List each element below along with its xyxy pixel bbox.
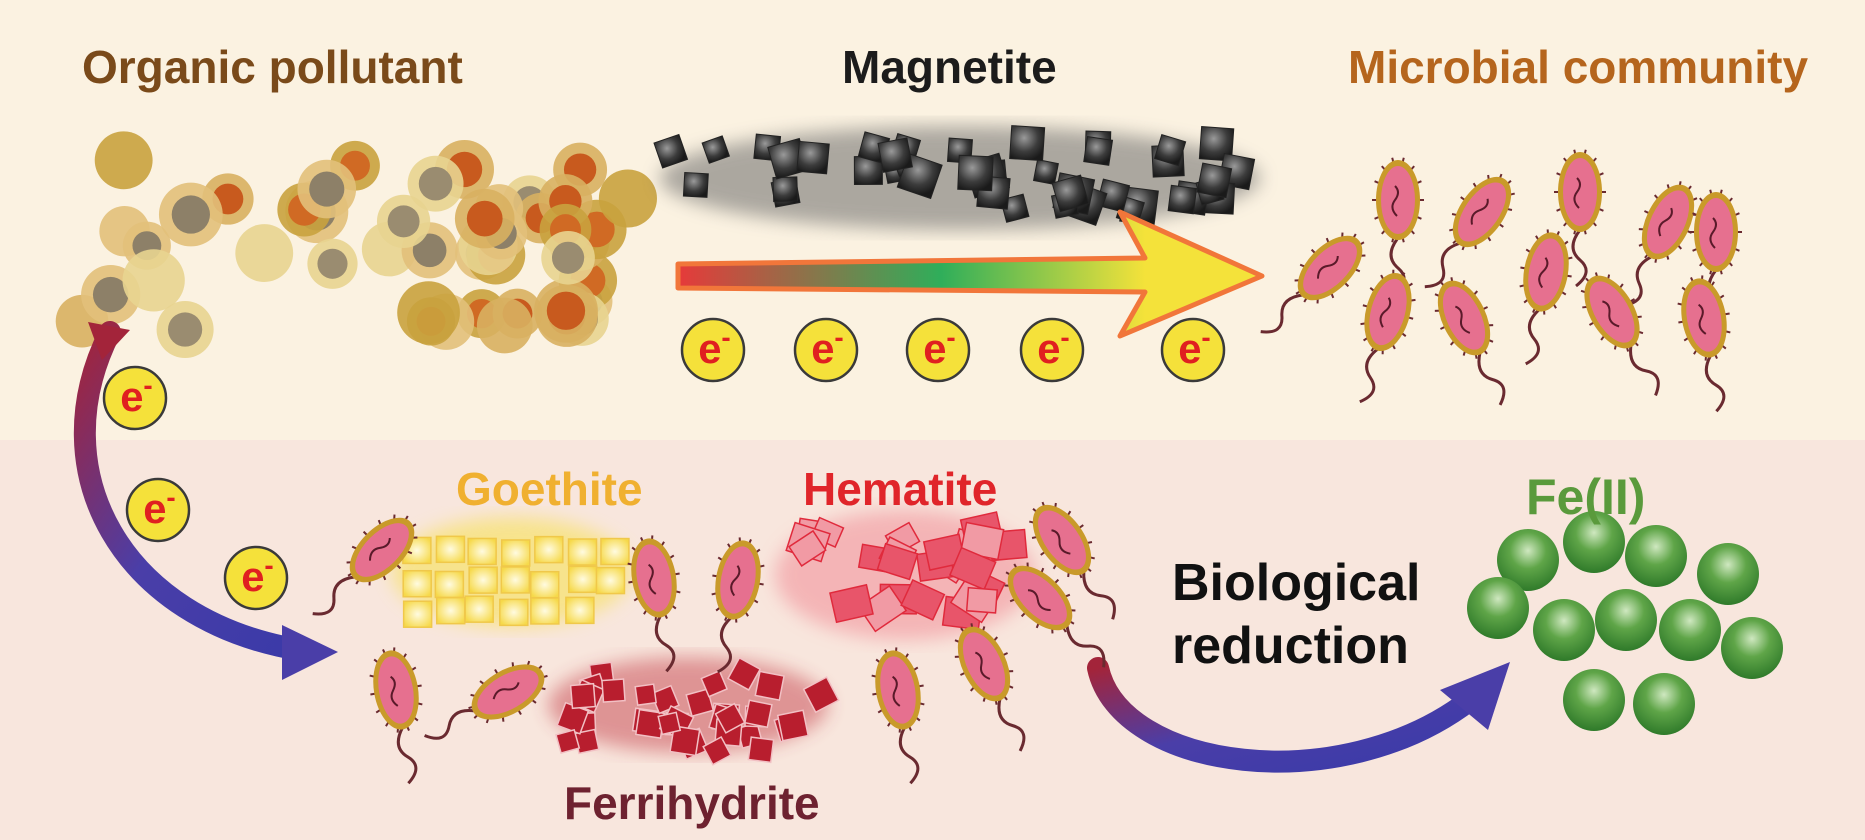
bacterium-icon (1424, 173, 1515, 289)
bacterium-icon (1004, 562, 1106, 668)
bacterium-icon (1359, 269, 1416, 404)
electron-transfer-arrow (675, 209, 1265, 339)
goethite-cluster (392, 517, 632, 628)
bacterium-icon (1554, 149, 1606, 288)
electron-symbol: e (698, 325, 721, 372)
electron-charge: - (264, 549, 273, 580)
electron-symbol: e (811, 325, 834, 372)
bacterium-icon (1690, 189, 1742, 328)
electron-charge: - (1060, 321, 1069, 352)
organic-pollutant-label: Organic pollutant (82, 41, 463, 93)
bacterium-icon (711, 537, 765, 674)
bacterium-icon (627, 535, 681, 673)
goethite-label: Goethite (456, 463, 643, 515)
ferrihydrite-cluster (548, 656, 840, 766)
hematite-cluster (775, 510, 1035, 640)
bacterium-icon (1677, 275, 1731, 413)
hematite-label: Hematite (803, 463, 998, 515)
electron-icon: e- (223, 545, 289, 611)
magnetite-particles (653, 125, 1260, 230)
left-curved-arrow (73, 321, 338, 680)
electron-symbol: e (120, 373, 143, 420)
bacterium-icon (369, 647, 423, 785)
ferrihydrite-label: Ferrihydrite (564, 777, 820, 829)
biological-reduction-line-1: Biological (1172, 554, 1421, 612)
bacterium-icon (1519, 229, 1573, 366)
electron-symbol: e (143, 485, 166, 532)
organic-pollutant-cluster (55, 131, 657, 359)
bacterium-icon (424, 660, 548, 740)
electron-icon: e- (1019, 317, 1085, 383)
bacterium-icon (1372, 157, 1424, 296)
electron-charge: - (143, 369, 152, 400)
electron-symbol: e (1178, 325, 1201, 372)
electron-icon: e- (125, 477, 191, 543)
electron-charge: - (834, 321, 843, 352)
electron-symbol: e (241, 553, 264, 600)
microbial-community-label: Microbial community (1348, 41, 1809, 93)
electron-charge: - (721, 321, 730, 352)
fe-ii-label: Fe(II) (1526, 469, 1646, 525)
bacterium-icon (1434, 277, 1506, 406)
bacterium-icon (871, 647, 925, 785)
electron-icon: e- (905, 317, 971, 383)
bacteria-top (1260, 149, 1742, 413)
electron-icon: e- (680, 317, 746, 383)
electron-charge: - (166, 481, 175, 512)
fe-ii-spheres (1467, 511, 1783, 735)
bacterium-icon (1580, 272, 1660, 396)
bacterium-icon (1029, 501, 1116, 620)
bacterium-icon (1260, 232, 1366, 334)
biological-reduction-line-2: reduction (1172, 617, 1409, 676)
bacterium-icon (1624, 181, 1698, 307)
electron-icon: e- (793, 317, 859, 383)
electron-symbol: e (1037, 325, 1060, 372)
bacteria-bottom (312, 501, 1116, 785)
electron-icon: e- (1160, 317, 1226, 383)
electron-charge: - (1201, 321, 1210, 352)
biological-reduction-label: Biological reduction (1172, 552, 1420, 679)
electron-charge: - (946, 321, 955, 352)
bacterium-icon (954, 623, 1026, 752)
electron-icon: e- (102, 365, 168, 431)
electron-symbol: e (923, 325, 946, 372)
magnetite-label: Magnetite (842, 41, 1057, 93)
bacterium-icon (312, 514, 418, 616)
biological-reduction-arrow (1087, 657, 1510, 773)
